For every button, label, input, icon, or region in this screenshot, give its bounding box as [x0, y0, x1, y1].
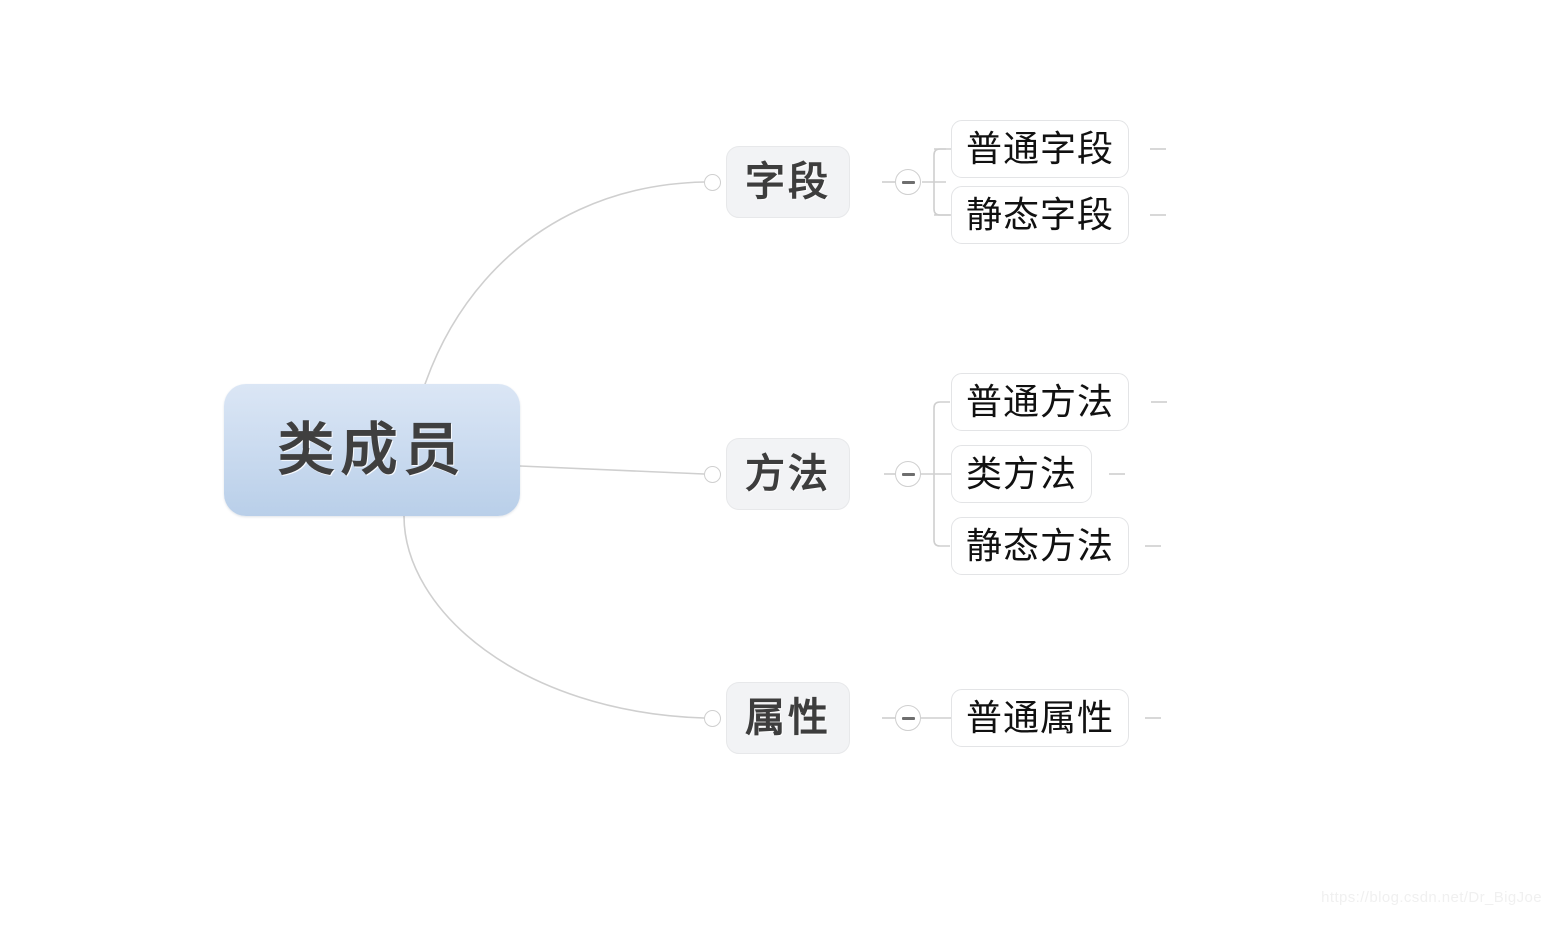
minus-icon-fields[interactable]: [895, 169, 921, 195]
connector-dot-properties[interactable]: [704, 710, 721, 727]
minus-icon-bar: [901, 472, 915, 476]
root-node-label: 类成员: [277, 417, 467, 482]
branch-node-properties-label: 属性: [745, 696, 831, 740]
leaf-node-fields-1[interactable]: 普通字段: [951, 120, 1130, 178]
minus-icon-methods[interactable]: [895, 461, 921, 487]
leaf-node-methods-3-label: 静态方法: [966, 525, 1115, 566]
leaf-node-methods-1-label: 普通方法: [966, 381, 1115, 422]
leaf-node-fields-2-label: 静态字段: [966, 194, 1115, 235]
leaf-node-fields-2[interactable]: 静态字段: [951, 186, 1130, 244]
minus-icon-bar: [901, 180, 915, 184]
minus-icon-properties[interactable]: [895, 705, 921, 731]
minus-icon-bar: [901, 716, 915, 720]
root-node[interactable]: 类成员: [224, 384, 520, 516]
leaf-node-methods-2-label: 类方法: [966, 453, 1078, 494]
branch-node-properties[interactable]: 属性: [726, 682, 850, 754]
leaf-node-properties-1[interactable]: 普通属性: [951, 689, 1130, 747]
leaf-node-properties-1-label: 普通属性: [966, 697, 1115, 738]
edge-root-to-properties: [403, 515, 705, 719]
branch-node-methods[interactable]: 方法: [726, 438, 850, 510]
watermark-text: https://blog.csdn.net/Dr_BigJoe: [1321, 889, 1542, 906]
edge-root-to-methods: [519, 465, 705, 475]
branch-node-fields[interactable]: 字段: [726, 146, 850, 218]
edge-methods-bracket: [933, 401, 950, 547]
branch-node-methods-label: 方法: [745, 452, 831, 496]
leaf-node-methods-1[interactable]: 普通方法: [951, 373, 1130, 431]
edge-fields-bracket: [922, 148, 950, 216]
leaf-node-methods-3[interactable]: 静态方法: [951, 517, 1130, 575]
connector-dot-methods[interactable]: [704, 466, 721, 483]
branch-node-fields-label: 字段: [745, 160, 831, 204]
leaf-node-methods-2[interactable]: 类方法: [951, 445, 1093, 503]
connector-dot-fields[interactable]: [704, 174, 721, 191]
leaf-node-fields-1-label: 普通字段: [966, 128, 1115, 169]
